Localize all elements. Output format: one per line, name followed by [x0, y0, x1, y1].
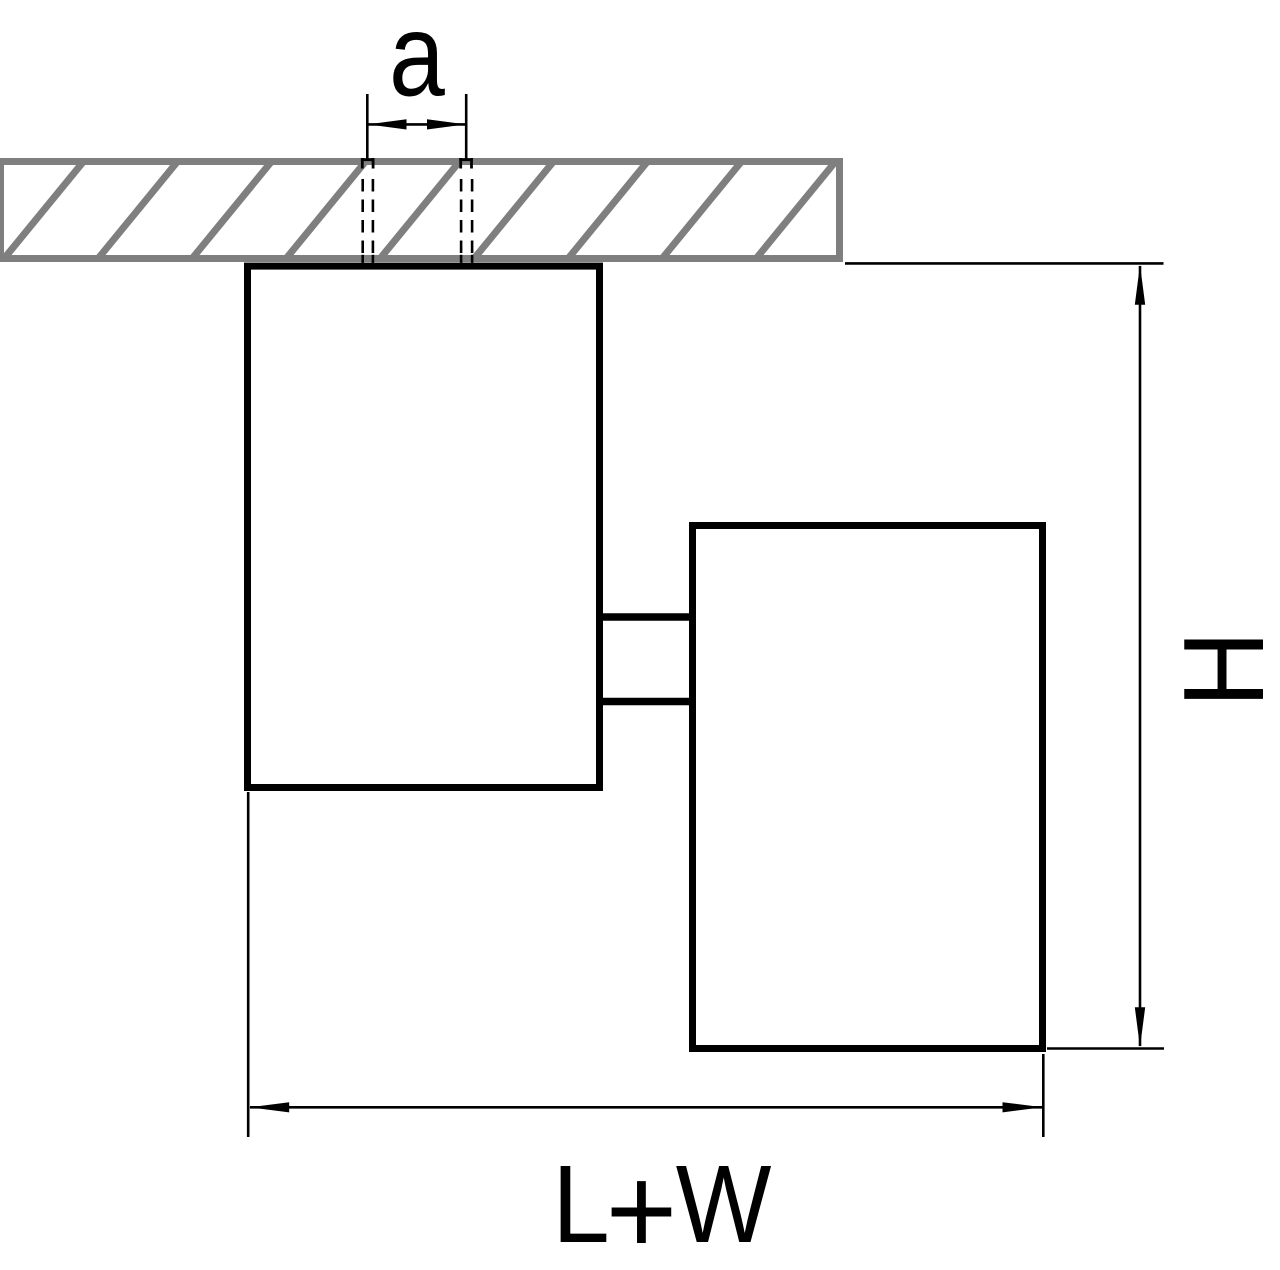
svg-text:W: W [676, 1143, 772, 1266]
svg-text:H: H [1160, 631, 1280, 708]
svg-text:L: L [552, 1142, 610, 1266]
svg-text:a: a [389, 0, 445, 121]
svg-text:+: + [606, 1141, 678, 1270]
